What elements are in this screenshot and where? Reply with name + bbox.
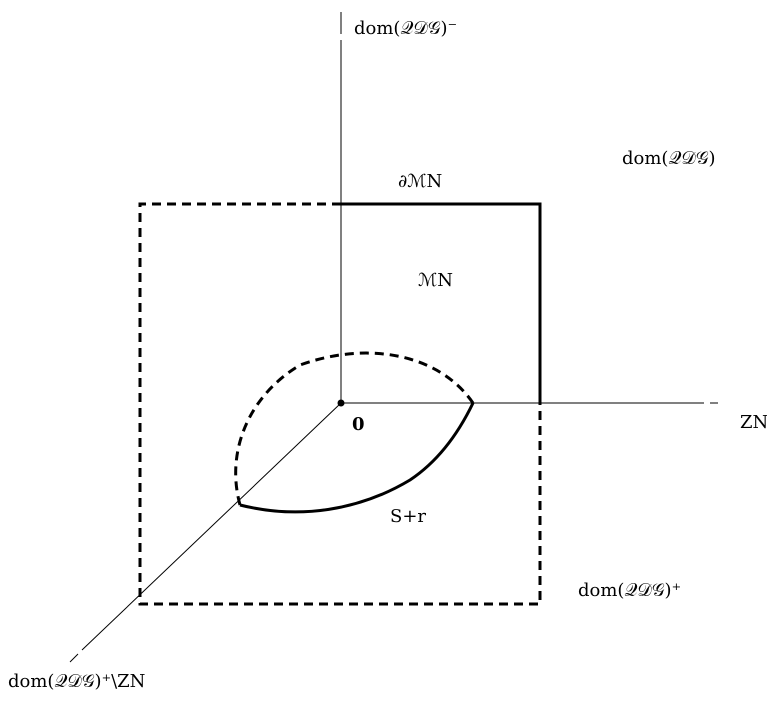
label-dom: dom(𝒬𝒟𝒢) <box>622 148 716 169</box>
label-dom-plus-minus-z: dom(𝒬𝒟𝒢)⁺\ZN <box>8 671 146 692</box>
label-dom-minus: dom(𝒬𝒟𝒢)⁻ <box>354 18 458 39</box>
diagonal-axis <box>81 402 342 651</box>
diagonal-axis-dashed-tip <box>69 653 79 663</box>
label-sphere: S+r <box>390 506 427 527</box>
region-solid-boundary <box>341 202 542 403</box>
label-origin: 0 <box>352 414 365 435</box>
label-z-axis: ZN <box>740 412 767 433</box>
label-boundary: ∂ℳN <box>398 171 443 192</box>
region-dashed-boundary <box>138 202 542 606</box>
label-dom-plus: dom(𝒬𝒟𝒢)⁺ <box>578 580 682 601</box>
sphere-solid-arc <box>239 402 475 514</box>
origin-dot <box>337 399 345 407</box>
label-manifold: ℳN <box>418 270 453 291</box>
sphere-dashed-arc <box>234 351 475 506</box>
